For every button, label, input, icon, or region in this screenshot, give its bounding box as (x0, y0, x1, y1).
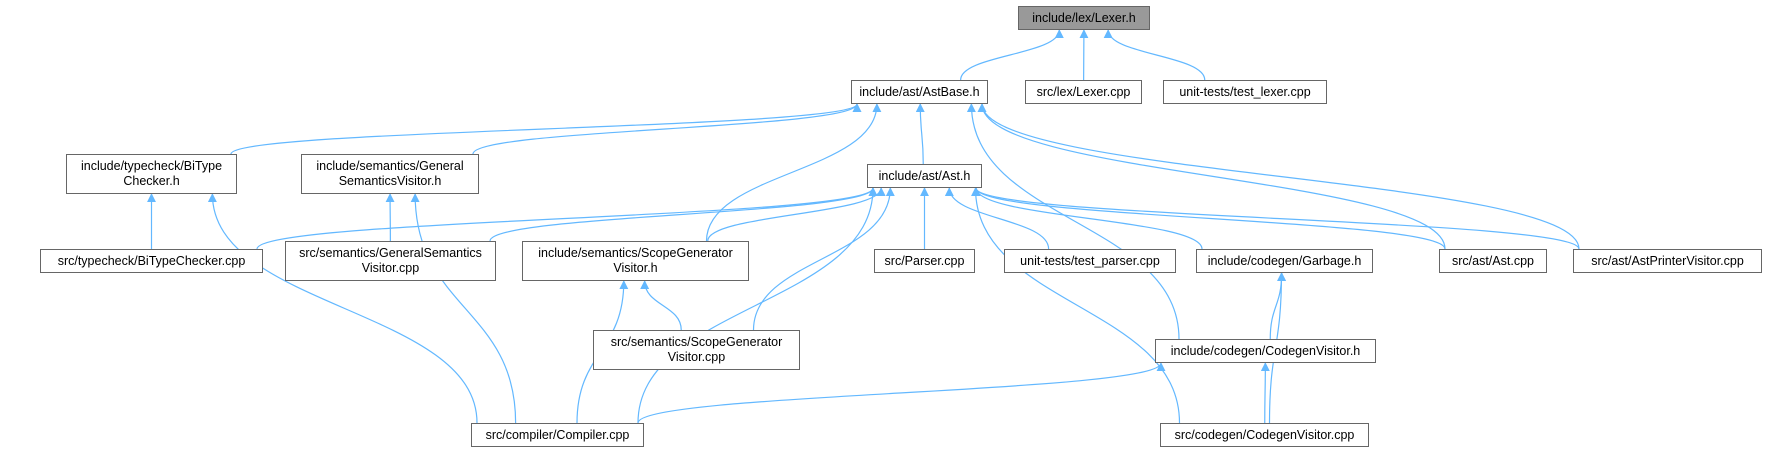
node-codegen-cpp[interactable]: src/codegen/CodegenVisitor.cpp (1160, 423, 1369, 447)
node-astbase-h[interactable]: include/ast/AstBase.h (851, 80, 988, 104)
edge-codegen_cpp-to-codegen_h (1260, 362, 1270, 424)
node-scopegen-cpp[interactable]: src/semantics/ScopeGenerator Visitor.cpp (593, 330, 800, 370)
edge-scopegen_cpp-to-scopegen_h (640, 280, 682, 331)
node-label: include/codegen/Garbage.h (1207, 253, 1362, 268)
edge-compiler_cpp-to-gensem_h (410, 193, 517, 424)
node-astprinter-cpp[interactable]: src/ast/AstPrinterVisitor.cpp (1573, 249, 1762, 273)
edge-compiler_cpp-to-bitype_h (207, 193, 478, 424)
edge-scopegen_cpp-to-ast_h (752, 187, 895, 331)
edge-astbase_h-to-lexer_h (960, 29, 1064, 81)
node-label-line2: SemanticsVisitor.h (338, 174, 442, 188)
node-label: src/typecheck/BiTypeChecker.cpp (57, 253, 246, 268)
node-label: include/ast/AstBase.h (859, 84, 980, 99)
node-test-parser[interactable]: unit-tests/test_parser.cpp (1004, 249, 1176, 273)
node-label-line2: Checker.h (123, 174, 180, 188)
node-label: src/ast/Ast.cpp (1452, 253, 1534, 268)
node-label: include/ast/Ast.h (878, 168, 971, 183)
edge-garbage_h-to-ast_h (971, 187, 1203, 250)
node-label-line2: Visitor.h (613, 261, 658, 275)
node-label-line2: Visitor.cpp (361, 261, 420, 275)
edge-test_lexer-to-lexer_h (1103, 29, 1206, 81)
node-lexer-h[interactable]: include/lex/Lexer.h (1018, 6, 1150, 30)
node-test-lexer[interactable]: unit-tests/test_lexer.cpp (1163, 80, 1327, 104)
edge-compiler_cpp-to-ast_h (637, 187, 878, 424)
edge-scopegen_h-to-ast_h (707, 187, 886, 242)
node-label: src/codegen/CodegenVisitor.cpp (1174, 427, 1355, 442)
node-label: src/lex/Lexer.cpp (1036, 84, 1131, 99)
node-label: src/Parser.cpp (884, 253, 965, 268)
node-label: include/codegen/CodegenVisitor.h (1170, 343, 1361, 358)
node-scopegen-h[interactable]: include/semantics/ScopeGenerator Visitor… (522, 241, 749, 281)
node-garbage-h[interactable]: include/codegen/Garbage.h (1196, 249, 1373, 273)
edge-ast_cpp-to-ast_h (971, 187, 1446, 250)
node-compiler-cpp[interactable]: src/compiler/Compiler.cpp (471, 423, 644, 447)
node-label: unit-tests/test_parser.cpp (1020, 253, 1160, 268)
node-label-line1: src/semantics/ScopeGenerator (610, 335, 783, 349)
node-label: src/ast/AstPrinterVisitor.cpp (1591, 253, 1744, 268)
edge-astprinter_cpp-to-astbase_h (977, 103, 1580, 250)
edge-scopegen_h-to-astbase_h (705, 103, 882, 242)
node-ast-h[interactable]: include/ast/Ast.h (867, 164, 982, 188)
edge-codegen_cpp-to-ast_h (971, 187, 1181, 424)
edge-ast_cpp-to-astbase_h (977, 103, 1446, 250)
node-label: unit-tests/test_lexer.cpp (1179, 84, 1311, 99)
edge-codegen_h-to-astbase_h (966, 103, 1180, 340)
edge-astprinter_cpp-to-ast_h (971, 187, 1580, 250)
node-bitype-cpp[interactable]: src/typecheck/BiTypeChecker.cpp (40, 249, 263, 273)
edge-test_parser-to-ast_h (944, 187, 1050, 250)
edge-ast_h-to-astbase_h (915, 103, 925, 165)
node-label-line1: include/semantics/ScopeGenerator (538, 246, 733, 260)
node-gensem-h[interactable]: include/semantics/General SemanticsVisit… (301, 154, 479, 194)
node-label: include/lex/Lexer.h (1032, 10, 1136, 25)
node-bitype-h[interactable]: include/typecheck/BiType Checker.h (66, 154, 237, 194)
node-lexer-cpp[interactable]: src/lex/Lexer.cpp (1025, 80, 1142, 104)
edge-gensem_cpp-to-ast_h (489, 187, 878, 242)
edge-bitype_h-to-astbase_h (230, 103, 862, 155)
edge-bitype_cpp-to-ast_h (256, 187, 878, 250)
node-label: src/compiler/Compiler.cpp (485, 427, 630, 442)
node-codegen-h[interactable]: include/codegen/CodegenVisitor.h (1155, 339, 1376, 363)
edge-compiler_cpp-to-codegen_h (637, 362, 1166, 424)
node-label-line1: src/semantics/GeneralSemantics (299, 246, 482, 260)
node-parser-cpp[interactable]: src/Parser.cpp (874, 249, 975, 273)
node-ast-cpp[interactable]: src/ast/Ast.cpp (1439, 249, 1547, 273)
node-label-line1: include/typecheck/BiType (80, 159, 223, 173)
node-label-line1: include/semantics/General (316, 159, 464, 173)
node-label-line2: Visitor.cpp (667, 350, 726, 364)
edge-gensem_h-to-astbase_h (472, 103, 862, 155)
node-gensem-cpp[interactable]: src/semantics/GeneralSemantics Visitor.c… (285, 241, 496, 281)
